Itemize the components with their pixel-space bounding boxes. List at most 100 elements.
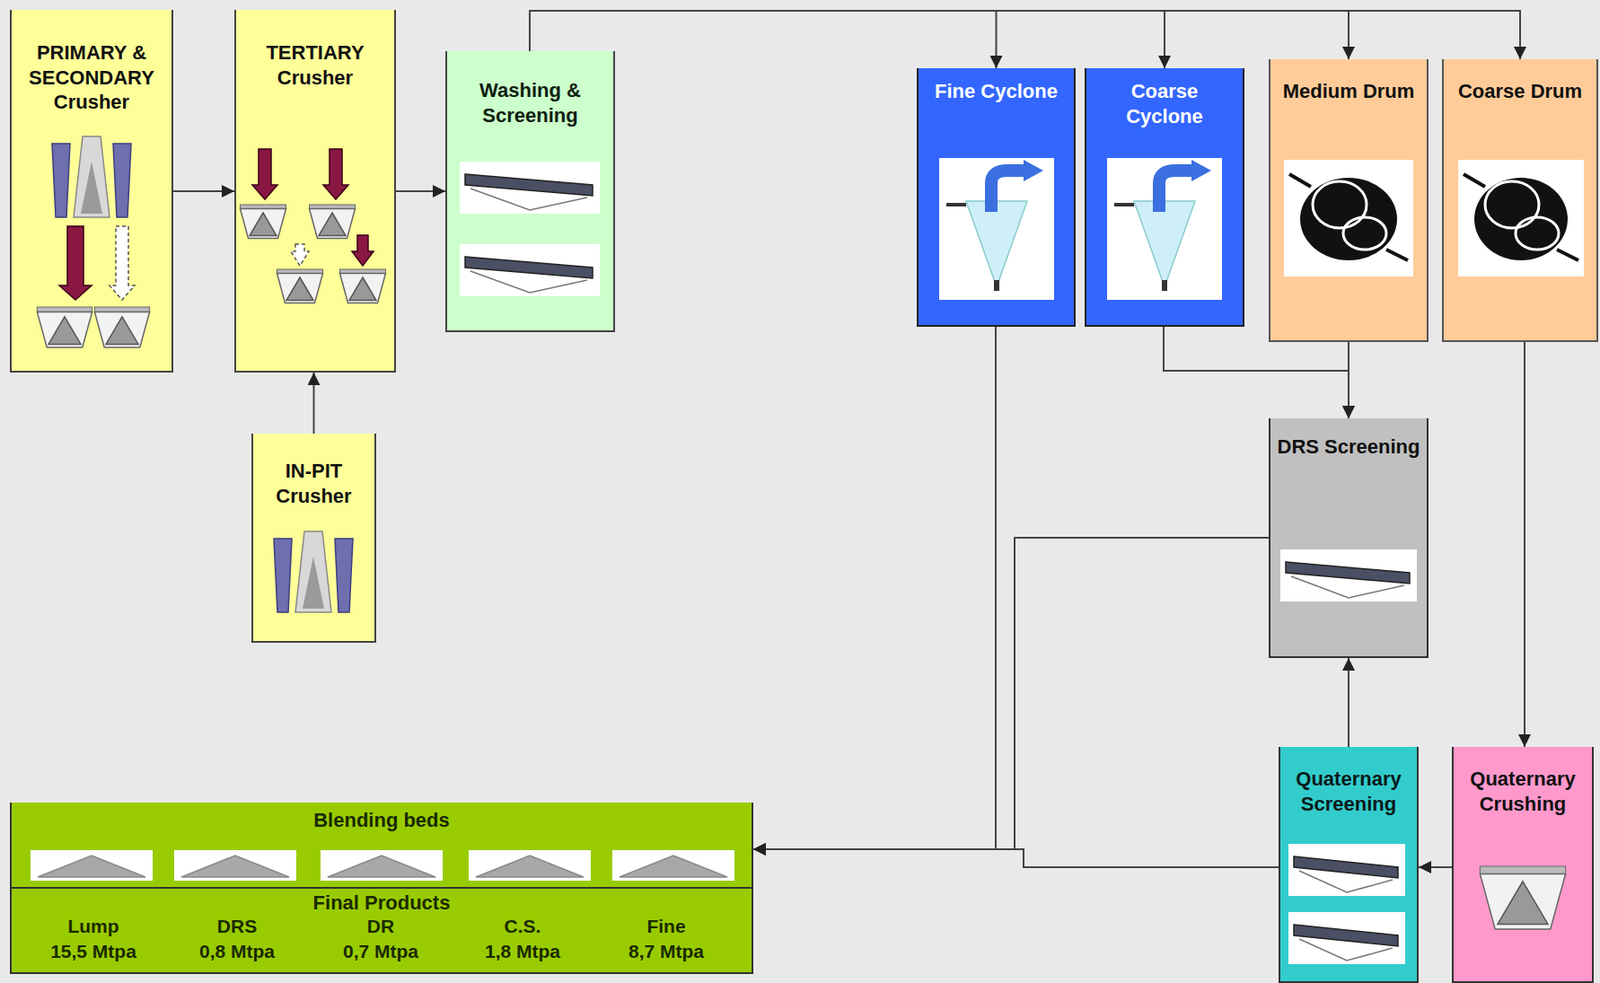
arrow-shape bbox=[290, 244, 309, 266]
icon-ground bbox=[459, 161, 600, 214]
screen-deck bbox=[1293, 924, 1398, 947]
screen-deck bbox=[465, 174, 593, 196]
screen-icon bbox=[459, 244, 600, 297]
overflow-arrow bbox=[991, 170, 1026, 212]
screen-deck bbox=[1285, 562, 1410, 584]
icon-ground bbox=[459, 244, 600, 297]
crusher-body bbox=[240, 209, 287, 239]
icon-ground bbox=[1458, 159, 1584, 277]
crusher-top bbox=[1479, 866, 1565, 874]
gyratory-crusher-icon bbox=[52, 136, 132, 218]
cone-crusher-icon bbox=[277, 269, 324, 304]
icon-ground bbox=[1107, 158, 1222, 300]
node-title: IN-PIT Crusher bbox=[253, 458, 375, 509]
crusher-cone bbox=[249, 212, 277, 237]
product-name: DRS bbox=[217, 915, 257, 938]
crusher-box: PRIMARY & SECONDARY Crusher bbox=[9, 9, 174, 373]
drum-box: Medium Drum bbox=[1268, 59, 1429, 343]
node-title: Medium Drum bbox=[1277, 79, 1421, 105]
crusher-cone bbox=[105, 316, 139, 345]
product-rate: 0,7 Mtpa bbox=[342, 940, 419, 963]
crusher-liner bbox=[52, 143, 71, 218]
overflow-arrow bbox=[1159, 170, 1194, 212]
crusher-body bbox=[277, 273, 324, 304]
node-title: Washing & Screening bbox=[447, 78, 614, 128]
arrow-shape bbox=[252, 149, 278, 200]
crusher-body bbox=[309, 209, 356, 239]
flow-connector bbox=[173, 190, 235, 193]
screen-frame bbox=[1291, 576, 1405, 598]
feed-arrow bbox=[946, 202, 967, 207]
icon-ground bbox=[612, 850, 735, 881]
node-title: PRIMARY & SECONDARY Crusher bbox=[11, 40, 172, 115]
flow-connector bbox=[1523, 342, 1526, 748]
cyclone-cone bbox=[1134, 201, 1196, 282]
stockpile bbox=[475, 855, 584, 878]
icon-ground bbox=[174, 850, 297, 881]
drum-chute bbox=[1289, 174, 1408, 261]
crusher-liner bbox=[273, 538, 292, 613]
node-title: Quaternary Crushing bbox=[1453, 766, 1592, 817]
screen-frame bbox=[1299, 870, 1393, 893]
crusher-top bbox=[340, 269, 387, 274]
flow-connector bbox=[529, 10, 1349, 60]
node-title: Fine Cyclone bbox=[929, 79, 1064, 105]
flow-connector bbox=[1347, 658, 1350, 748]
product-rate: 8,7 Mtpa bbox=[628, 940, 704, 963]
crusher-cone bbox=[1497, 881, 1548, 925]
products-band: Final ProductsLump15,5 MtpaDRS0,8 MtpaDR… bbox=[11, 887, 752, 971]
screening-box: Quaternary Screening bbox=[1278, 747, 1419, 983]
crusher-liner bbox=[334, 538, 353, 613]
crusher-body bbox=[340, 273, 387, 304]
flow-arrow-icon bbox=[59, 226, 92, 300]
cone-crusher-icon bbox=[309, 204, 356, 239]
flow-arrow-icon bbox=[109, 226, 135, 300]
crusher-core bbox=[302, 556, 325, 609]
drum-body bbox=[1474, 177, 1568, 261]
cyclone-spigot bbox=[1161, 280, 1168, 291]
gyratory-crusher-icon bbox=[273, 531, 353, 613]
flow-connector bbox=[313, 372, 316, 434]
flow-arrow-icon bbox=[290, 244, 309, 266]
screen-frame bbox=[470, 188, 588, 211]
arrow-shape bbox=[109, 226, 135, 300]
blending-box: Blending bedsFinal ProductsLump15,5 Mtpa… bbox=[9, 802, 754, 975]
crusher-liner bbox=[113, 143, 132, 218]
screen-frame bbox=[470, 271, 588, 293]
icon-ground bbox=[1288, 912, 1406, 965]
flow-arrow-icon bbox=[323, 149, 349, 200]
screening-box: DRS Screening bbox=[1268, 418, 1429, 659]
product-name: C.S. bbox=[504, 915, 542, 938]
drum-separator-icon bbox=[1283, 159, 1414, 277]
screen-icon bbox=[459, 161, 600, 214]
stockpile-icon bbox=[30, 850, 153, 881]
stockpile-icon bbox=[468, 850, 591, 881]
crusher-box: TERTIARY Crusher bbox=[234, 9, 396, 373]
screen-deck bbox=[465, 256, 593, 279]
product-rate: 0,8 Mtpa bbox=[199, 940, 275, 963]
crusher-core bbox=[80, 161, 103, 214]
cyclone-icon bbox=[939, 158, 1055, 300]
crusher-cone bbox=[349, 277, 377, 301]
stockpile-icon bbox=[174, 850, 297, 881]
icon-ground bbox=[939, 158, 1055, 300]
flow-connector bbox=[753, 849, 1279, 868]
drum-shell bbox=[1312, 181, 1367, 229]
arrow-shape bbox=[59, 226, 92, 300]
cone-crusher-icon bbox=[94, 307, 150, 348]
arrow-shape bbox=[323, 149, 349, 200]
crusher-cone bbox=[286, 277, 314, 301]
crusher-top bbox=[94, 307, 150, 312]
flow-connector bbox=[1347, 342, 1350, 419]
icon-ground bbox=[1288, 843, 1406, 897]
cone-crusher-icon bbox=[340, 269, 387, 304]
drum-body bbox=[1300, 177, 1398, 261]
arrow-shape bbox=[351, 235, 374, 266]
cone-crusher-icon bbox=[1479, 866, 1565, 930]
node-title: Blending beds bbox=[307, 808, 456, 834]
product-name: Lump bbox=[67, 915, 119, 938]
flow-connector bbox=[529, 10, 1165, 69]
icon-ground bbox=[468, 850, 591, 881]
crusher-top bbox=[277, 269, 324, 274]
cyclone-box: Coarse Cyclone bbox=[1084, 68, 1245, 327]
